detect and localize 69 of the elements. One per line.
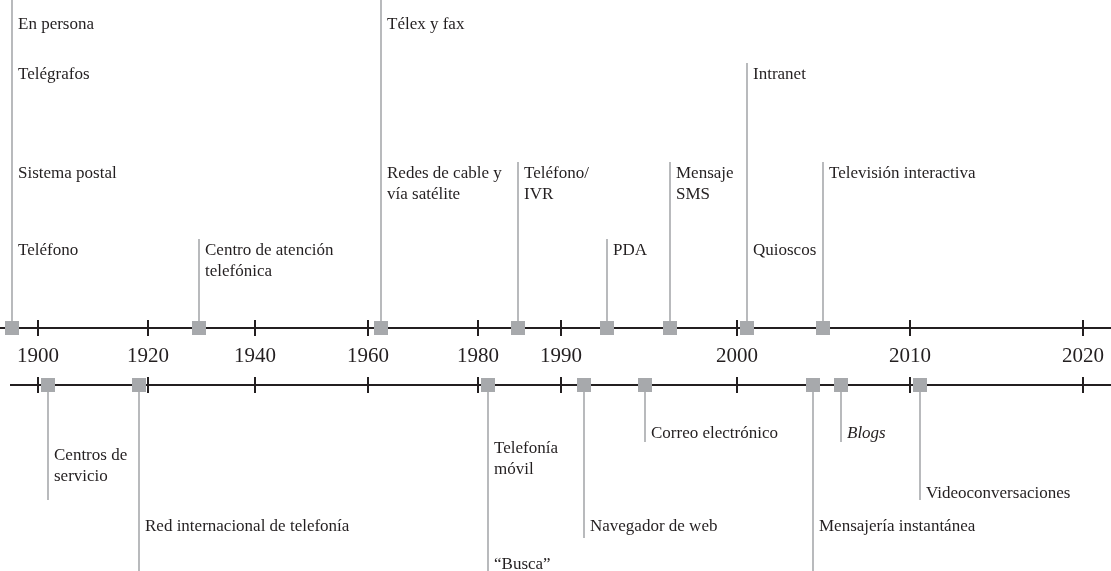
event-marker xyxy=(374,321,388,335)
event-marker xyxy=(806,378,820,392)
leader-line xyxy=(380,0,382,163)
event-label: “Busca” xyxy=(488,553,551,571)
event-marker xyxy=(913,378,927,392)
event-label: Intranet xyxy=(747,63,806,84)
event-marker xyxy=(511,321,525,335)
event-label: Teléfono/ IVR xyxy=(518,162,599,204)
leader-line xyxy=(11,62,13,163)
leader-line xyxy=(606,238,608,322)
year-label: 1940 xyxy=(234,343,276,367)
event-label: Teléfono xyxy=(12,239,79,260)
event-label: Redes de cable y vía satélite xyxy=(381,162,509,204)
event-label: Navegador de web xyxy=(584,515,718,536)
event-label: Sistema postal xyxy=(12,162,117,183)
event-label: Télex y fax xyxy=(381,13,465,34)
leader-line xyxy=(517,161,519,322)
event-label: Videoconversaciones xyxy=(920,482,1071,503)
year-label: 2020 xyxy=(1062,343,1104,367)
year-label: 2000 xyxy=(716,343,758,367)
event-marker xyxy=(663,321,677,335)
event-marker xyxy=(638,378,652,392)
event-label: Quioscos xyxy=(747,239,817,260)
event-marker xyxy=(577,378,591,392)
event-label: Televisión interactiva xyxy=(823,162,976,183)
event-label: Correo electrónico xyxy=(645,422,778,443)
year-label: 1920 xyxy=(127,343,169,367)
leader-line xyxy=(487,391,489,438)
year-label: 2010 xyxy=(889,343,931,367)
leader-line xyxy=(644,391,646,443)
leader-line xyxy=(822,161,824,322)
event-marker xyxy=(834,378,848,392)
leader-line xyxy=(47,391,49,501)
event-label: Mensaje SMS xyxy=(670,162,751,204)
leader-line xyxy=(669,161,671,322)
event-marker xyxy=(600,321,614,335)
event-label: Telefonía móvil xyxy=(488,437,574,479)
event-marker xyxy=(132,378,146,392)
leader-line xyxy=(487,436,489,571)
event-marker xyxy=(481,378,495,392)
event-marker xyxy=(192,321,206,335)
leader-line xyxy=(198,238,200,322)
event-marker xyxy=(41,378,55,392)
event-label: Centros de servicio xyxy=(48,444,164,486)
leader-line xyxy=(919,391,921,501)
leader-line xyxy=(746,62,748,240)
event-label: Red internacional de telefonía xyxy=(139,515,350,536)
event-label: PDA xyxy=(607,239,647,260)
leader-line xyxy=(812,391,814,571)
event-label: Blogs xyxy=(841,422,886,443)
event-label: Centro de atención telefónica xyxy=(199,239,375,281)
event-marker xyxy=(5,321,19,335)
year-label: 1980 xyxy=(457,343,499,367)
event-marker xyxy=(816,321,830,335)
year-label: 1960 xyxy=(347,343,389,367)
leader-line xyxy=(746,238,748,322)
leader-line xyxy=(840,391,842,443)
leader-line xyxy=(11,161,13,240)
leader-line xyxy=(583,391,585,539)
event-label: Mensajería instantánea xyxy=(813,515,976,536)
year-label: 1900 xyxy=(17,343,59,367)
leader-line xyxy=(11,0,13,64)
year-label: 1990 xyxy=(540,343,582,367)
leader-line xyxy=(380,161,382,322)
leader-line xyxy=(11,238,13,322)
leader-line xyxy=(138,391,140,571)
event-label: Telégrafos xyxy=(12,63,90,84)
event-label: En persona xyxy=(12,13,94,34)
event-marker xyxy=(740,321,754,335)
